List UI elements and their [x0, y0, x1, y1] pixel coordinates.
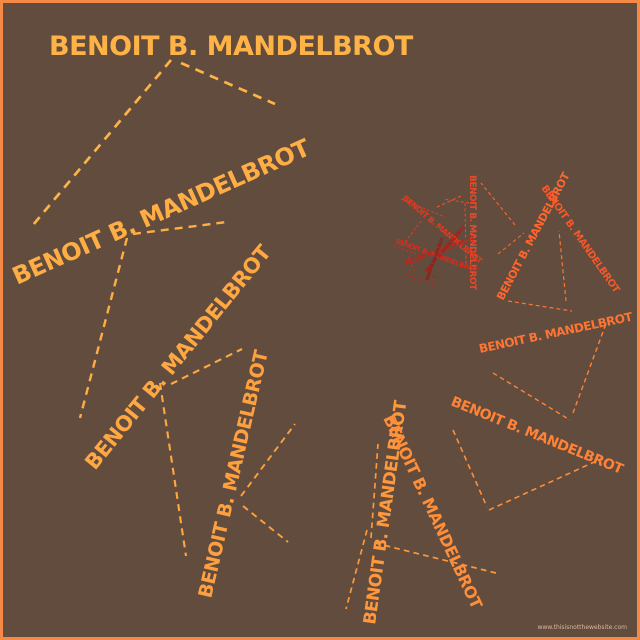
dashed-connector-line: [158, 382, 188, 557]
title-repeat-text: BENOIT B. MANDELBROT: [8, 133, 315, 290]
dashed-connector-line: [452, 429, 488, 508]
dashed-connector-line: [572, 320, 608, 414]
dashed-connector-line: [180, 61, 276, 106]
dashed-connector-line: [393, 245, 420, 256]
dashed-connector-line: [488, 457, 604, 511]
title-repeat-text: BENOIT B. MANDELBROT: [49, 31, 414, 62]
dashed-connector-line: [345, 529, 368, 610]
dashed-connector-line: [400, 198, 446, 218]
title-repeat-text: BENOIT B. MANDELBROT: [494, 170, 573, 303]
title-repeat-text: BENOIT B. MANDELBROT: [539, 183, 622, 295]
dashed-connector-line: [480, 182, 516, 226]
dashed-connector-line: [434, 195, 462, 209]
dashed-connector-line: [492, 372, 571, 421]
dashed-connector-line: [405, 273, 424, 284]
dashed-connector-line: [417, 274, 436, 287]
credit-watermark: www.thisisnotthewebsite.com: [537, 624, 627, 631]
dashed-connector-line: [507, 300, 573, 312]
dashed-connector-line: [132, 220, 228, 236]
dashed-connector-line: [170, 348, 243, 385]
dashed-connector-line: [78, 237, 129, 419]
dashed-connector-line: [242, 505, 289, 543]
dashed-connector-line: [464, 202, 467, 266]
dashed-connector-line: [31, 59, 173, 226]
dashed-connector-line: [558, 230, 567, 302]
title-repeat-text: BENOIT B. MANDELBROT: [467, 175, 477, 291]
dashed-connector-line: [402, 220, 422, 246]
dashed-connector-line: [407, 256, 416, 274]
dashed-connector-line: [497, 232, 525, 255]
title-repeat-text: BENOIT B. MANDELBROT: [194, 348, 272, 600]
dashed-connector-line: [442, 198, 470, 204]
dashed-connector-line: [374, 542, 501, 575]
title-repeat-text: BENOIT B. MANDELBROT: [478, 310, 635, 356]
title-repeat-text: BENOIT B. MANDELBROT: [449, 394, 626, 478]
dashed-connector-line: [240, 423, 296, 497]
